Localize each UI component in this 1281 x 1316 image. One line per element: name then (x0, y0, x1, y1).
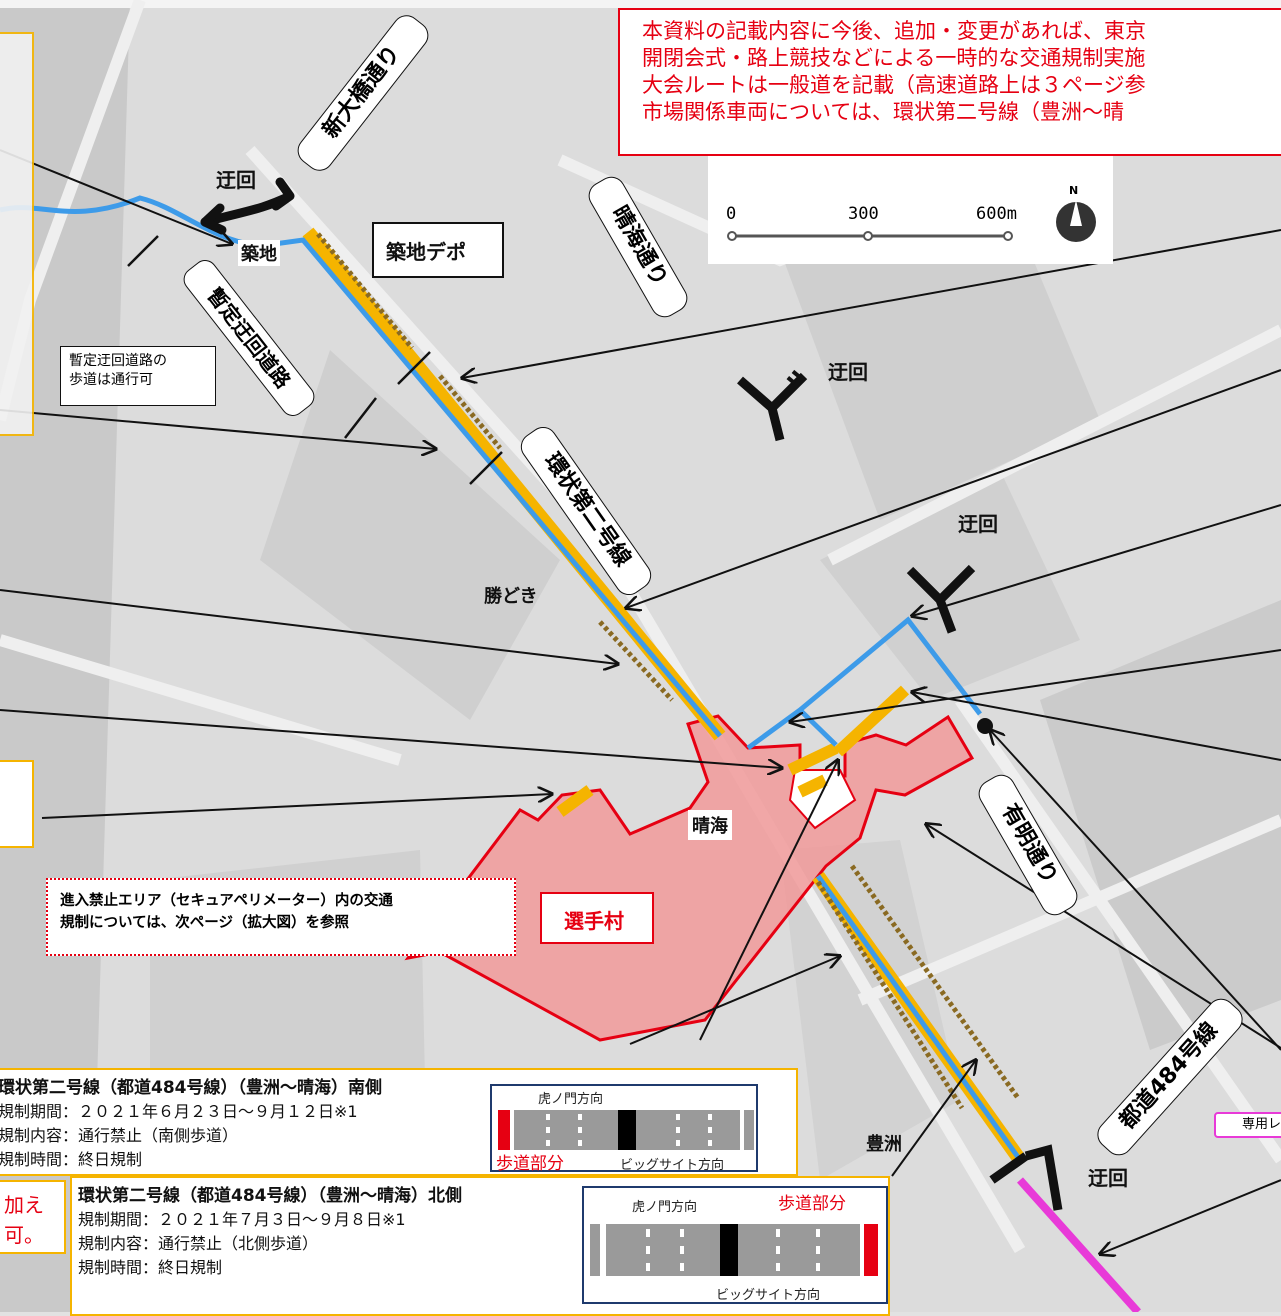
place-tsukiji: 築地 (238, 240, 280, 266)
detour-label-tsukiji: 迂回 (216, 168, 256, 192)
notice-line: 本資料の記載内容に今後、追加・変更があれば、東京 (642, 19, 1146, 43)
restriction-band-harumi-2 (787, 685, 910, 798)
tsukiji-depot[interactable]: 築地デポ (372, 222, 504, 278)
regulation-time: 規制時間：終日規制 (78, 1258, 223, 1277)
junction-dot (977, 718, 993, 734)
dotted-detour-arrows (316, 232, 1021, 1110)
detour-label-harumi: 迂回 (958, 512, 998, 536)
regulation-content: 規制内容：通行禁止（南側歩道） (0, 1126, 239, 1145)
note-line: 可。 (4, 1223, 44, 1247)
detour-label-center: 迂回 (828, 360, 868, 384)
scale-tick: 600m (976, 204, 1017, 224)
detour-glyph-toyosu (989, 1144, 1063, 1211)
sidewalk-label: 歩道部分 (496, 1154, 564, 1174)
note-line: 歩道は通行可 (69, 372, 153, 388)
scale-bar: 0 300 600m N (708, 156, 1113, 264)
lane-top-label: 虎ノ門方向 (538, 1092, 604, 1107)
regulation-title: 環状第二号線（都道484号線）（豊洲～晴海）北側 (78, 1186, 462, 1206)
place-kachidoki: 勝どき (484, 586, 538, 607)
left-side-panel-top (0, 32, 34, 436)
regulation-title: 環状第二号線（都道484号線）（豊洲～晴海）南側 (0, 1078, 382, 1098)
scale-tick: 300 (848, 204, 879, 224)
pointer-lines (0, 149, 1281, 1254)
lane-top-label: 虎ノ門方向 (632, 1200, 698, 1215)
regulation-time: 規制時間：終日規制 (0, 1150, 143, 1169)
note-line: 規制については、次ページ（拡大図）を参照 (60, 915, 349, 931)
detour-glyph-tsukiji (200, 177, 295, 235)
lane-bottom-label: ビッグサイト方向 (716, 1288, 821, 1303)
note-line: 進入禁止エリア（セキュアペリメーター）内の交通 (60, 893, 393, 909)
regulation-south-box: 環状第二号線（都道484号線）（豊洲～晴海）南側 規制期間：２０２１年６月２３日… (0, 1068, 798, 1176)
lane-diagram-south: 虎ノ門方向 歩道部分 ビッグサイト方向 (490, 1084, 758, 1174)
regulation-north-box: 環状第二号線（都道484号線）（豊洲～晴海）北側 規制期間：２０２１年７月３日～… (70, 1176, 890, 1316)
notice-line: 大会ルートは一般道を記載（高速道路上は３ページ参 (642, 73, 1146, 97)
lane-bottom-label: ビッグサイト方向 (620, 1158, 725, 1173)
lane-diagram-north: 虎ノ門方向 歩道部分 ビッグサイト方向 (582, 1186, 888, 1304)
route-blue-toyosu (815, 874, 1023, 1162)
restriction-band-harumi-1 (556, 785, 594, 817)
regulation-period: 規制期間：２０２１年７月３日～９月８日※1 (78, 1210, 406, 1229)
notice-line: 市場関係車両については、環状第二号線（豊洲～晴 (642, 100, 1124, 124)
scale-tick: 0 (726, 204, 737, 224)
perimeter-note: 進入禁止エリア（セキュアペリメーター）内の交通 規制については、次ページ（拡大図… (46, 878, 516, 956)
note-line: 暫定迂回道路の (69, 353, 167, 369)
left-side-panel-mid (0, 760, 34, 848)
note-line: 加え (4, 1193, 44, 1217)
place-harumi: 晴海 (688, 810, 732, 840)
tsukiji-depot-label: 築地デポ (386, 240, 466, 264)
route-magenta (1017, 1177, 1141, 1312)
senyo-text: 専用レ (1242, 1117, 1281, 1132)
notice-line: 開閉会式・路上競技などによる一時的な交通規制実施 (642, 46, 1146, 70)
place-toyosu: 豊洲 (866, 1134, 902, 1155)
senyo-lane-label: 専用レ (1214, 1112, 1281, 1138)
zantei-sidewalk-note: 暫定迂回道路の 歩道は通行可 (60, 346, 216, 406)
route-blue-loop (746, 616, 982, 751)
regulation-content: 規制内容：通行禁止（北側歩道） (78, 1234, 319, 1253)
athletes-village-text: 選手村 (564, 909, 624, 933)
athletes-village-label[interactable]: 選手村 (540, 892, 654, 944)
scale-graphic (727, 200, 1096, 242)
regulation-end-marks (127, 235, 503, 485)
lane-graphic (498, 1110, 754, 1150)
left-partial-note: 加え 可。 (0, 1180, 66, 1254)
detour-glyph-center (737, 367, 808, 442)
sidewalk-label: 歩道部分 (778, 1194, 846, 1214)
lane-graphic (590, 1224, 878, 1276)
detour-label-toyosu: 迂回 (1088, 1166, 1128, 1190)
north-icon: N (1069, 184, 1079, 197)
detour-glyph-harumi (906, 564, 976, 634)
regulation-period: 規制期間：２０２１年６月２３日～９月１２日※1 (0, 1102, 358, 1121)
notice-box: 本資料の記載内容に今後、追加・変更があれば、東京 開閉会式・路上競技などによる一… (618, 8, 1281, 156)
